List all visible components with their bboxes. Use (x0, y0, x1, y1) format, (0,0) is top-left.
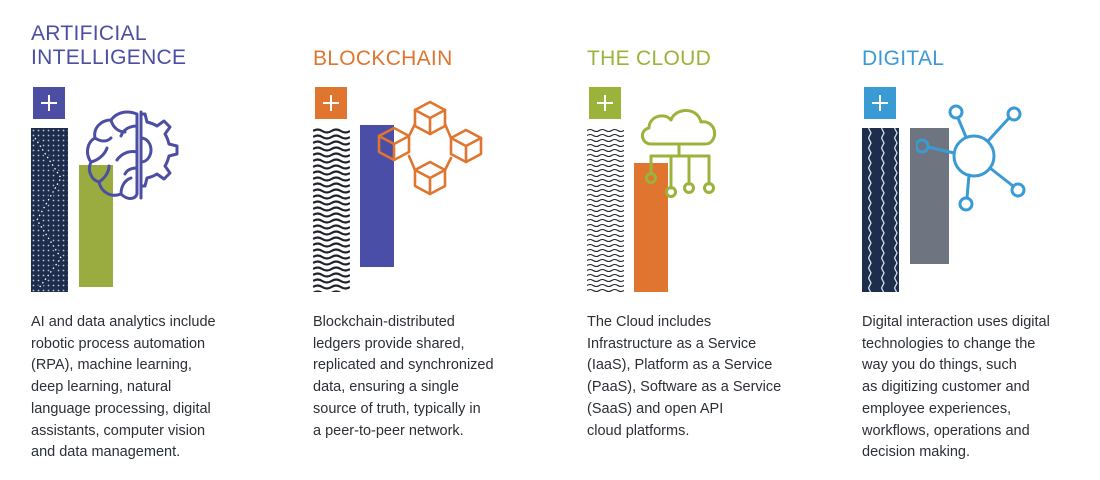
plus-icon (315, 87, 347, 119)
column-description: Digital interaction uses digital technol… (862, 314, 1050, 461)
column-description: AI and data analytics include robotic pr… (31, 314, 216, 461)
column-title: ARTIFICIAL INTELLIGENCE (31, 22, 187, 69)
column-cloud: THE CLOUD The Cloud includes Infr (587, 0, 807, 480)
cloud-network-icon (637, 104, 721, 206)
dot-pattern (31, 128, 68, 292)
column-description: The Cloud includes Infrastructure as a S… (587, 314, 782, 439)
color-bar (79, 165, 113, 287)
color-bar (634, 163, 668, 292)
column-title: BLOCKCHAIN (313, 47, 453, 70)
wave-pattern-strip (313, 128, 350, 292)
column-description: Blockchain-distributed ledgers provide s… (313, 314, 494, 439)
plus-icon (589, 87, 621, 119)
plus-icon (864, 87, 896, 119)
column-title: THE CLOUD (587, 47, 712, 70)
plus-icon (33, 87, 65, 119)
linked-cubes-icon (375, 100, 485, 204)
fine-wave-pattern (587, 128, 624, 292)
color-bar (360, 125, 394, 267)
wave-pattern (313, 128, 350, 292)
column-blockchain: BLOCKCHAIN (313, 0, 533, 480)
zigzag-pattern (862, 128, 899, 292)
dot-pattern-strip (31, 128, 68, 292)
brain-gear-icon (81, 108, 197, 208)
fine-wave-pattern-strip (587, 128, 624, 292)
column-title: DIGITAL (862, 47, 945, 70)
column-digital: DIGITAL Digital interaction uses (862, 0, 1082, 480)
zigzag-pattern-strip (862, 128, 899, 292)
hub-network-icon (914, 104, 1026, 214)
column-ai: ARTIFICIAL INTELLIGENCE (31, 0, 251, 480)
